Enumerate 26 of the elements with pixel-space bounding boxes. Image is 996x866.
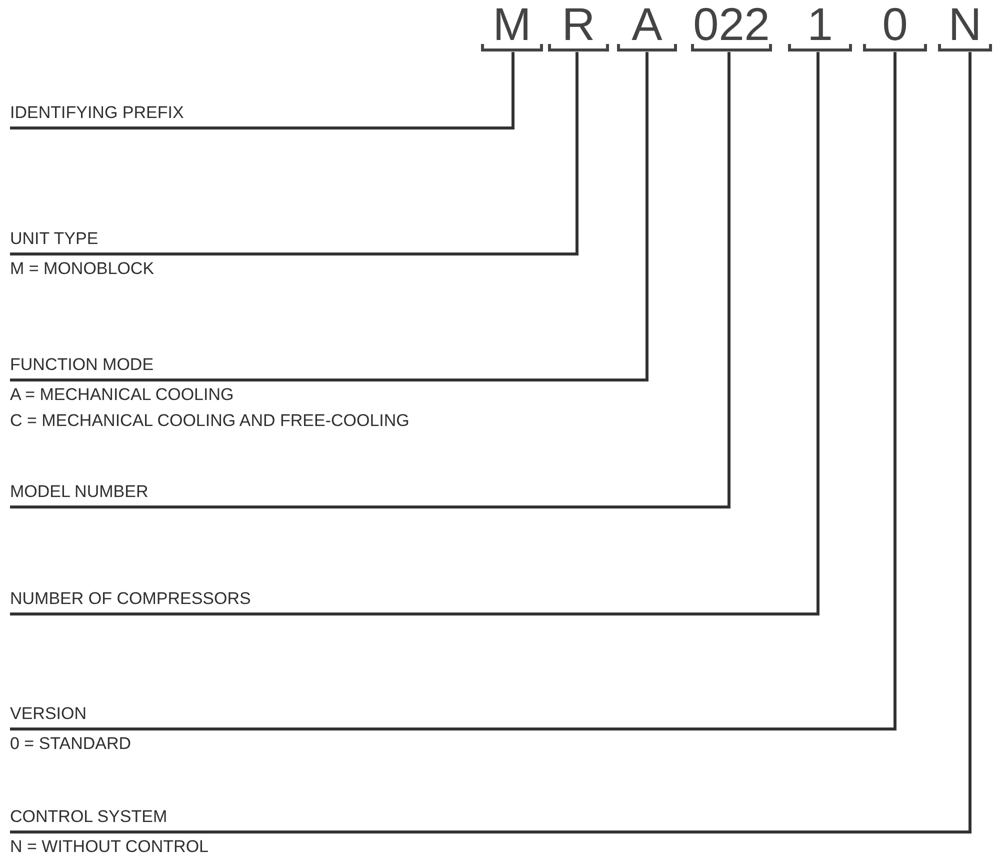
leader-line [10, 52, 820, 616]
code-character: 1 [806, 2, 834, 46]
option-description: 0 = STANDARD [10, 733, 132, 755]
leader-line [10, 52, 730, 508]
leader-line [10, 52, 578, 256]
code-character: 0 [881, 2, 909, 46]
option-description: N = WITHOUT CONTROL [10, 836, 208, 858]
field-heading: UNIT TYPE [10, 228, 100, 250]
code-character: A [630, 2, 664, 46]
field-heading: NUMBER OF COMPRESSORS [10, 588, 251, 610]
field-heading: VERSION [10, 703, 88, 725]
option-description: C = MECHANICAL COOLING AND FREE-COOLING [10, 410, 410, 432]
code-character: N [947, 2, 983, 46]
field-heading: MODEL NUMBER [10, 481, 148, 503]
code-character: M [492, 2, 532, 46]
leader-line [10, 52, 972, 834]
field-heading: CONTROL SYSTEM [10, 806, 168, 828]
leader-line [10, 52, 896, 730]
field-heading: FUNCTION MODE [10, 354, 155, 376]
code-character: R [560, 2, 596, 46]
leader-line [10, 52, 514, 130]
option-description: A = MECHANICAL COOLING [10, 384, 235, 406]
option-description: M = MONOBLOCK [10, 258, 154, 280]
field-heading: IDENTIFYING PREFIX [10, 102, 184, 124]
code-character: 022 [692, 2, 771, 46]
leader-line [10, 52, 648, 382]
